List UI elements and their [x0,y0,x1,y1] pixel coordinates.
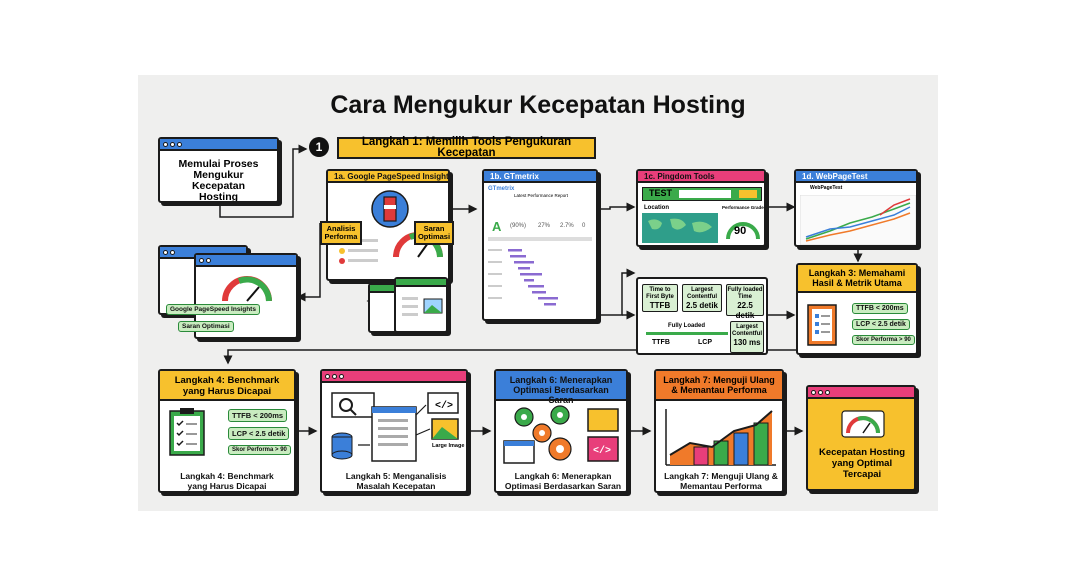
gtmetrix-report-title: Latest Performance Report [514,193,569,198]
svg-text:</>: </> [593,445,611,457]
gtmetrix-header: 1b. GTmetrix [484,171,596,183]
step4-caption: Langkah 4: Benchmark yang Harus Dicapai [180,471,274,491]
timeline-ttfb-label: TTFB [652,339,670,346]
pagespeed-header: 1a. Google PageSpeed Insights [328,171,448,183]
gear-icon: </> [503,405,619,464]
gauge-icon [222,276,272,302]
step3-metric-skor: Skor Performa > 90 [852,335,915,345]
page-title: Cara Mengukur Kecepatan Hosting [330,91,746,119]
step3-window: Langkah 3: Memahami Hasil & Metrik Utama… [796,263,918,355]
step3-metric-lcp: LCP < 2.5 detik [852,319,910,330]
step4-window: Langkah 4: Benchmark yang Harus Dicapai … [158,369,296,493]
webpagetest-window: 1d. WebPageTest WebPageTest [794,169,918,247]
world-map-icon [642,213,718,243]
step7-caption: Langkah 7: Menguji Ulang & Memantau Perf… [664,471,778,491]
psi-tag-analisis: Analisis Performa [320,221,362,245]
stack-pill-pagespeed: Google PageSpeed Insights [166,304,260,315]
final-window: Kecepatan Hosting yang Optimal Tercapai [806,385,916,491]
timeline-bar [646,332,728,335]
gtmetrix-value-2: 27% [538,223,551,229]
start-window: Memulai Proses Mengukur Kecepatan Hostin… [158,137,279,203]
step7-header: Langkah 7: Menguji Ulang & Memantau Perf… [656,371,782,401]
gtmetrix-grade: A [492,219,502,234]
step1-banner: Langkah 1: Memilih Tools Pengukuran Kece… [337,136,596,159]
step6-header: Langkah 6: Menerapkan Optimasi Berdasark… [496,371,626,405]
pingdom-header: 1c. Pingdom Tools [638,171,764,183]
search-window-icon [331,392,375,418]
gtmetrix-logo: GTmetrix [488,186,515,192]
step3-metric-ttfb: TTFB < 200ms [852,303,908,314]
step4-metric-lcp: LCP < 2.5 detik [228,427,290,440]
step4-metric-skor: Skor Performa > 90 [228,445,291,455]
fully-loaded-label: Fully Loaded [668,323,706,329]
pingdom-test-label: TEST [649,188,673,198]
final-label: Kecepatan Hosting yang Optimal Tercapai [818,447,906,480]
stack-pill-saran: Saran Optimasi [178,321,234,332]
diagram-board: Cara Mengukur Kecepatan Hosting Memulai … [138,75,938,511]
gtmetrix-value-3: 2.7% [560,223,574,229]
pingdom-location-label: Location [644,205,669,211]
step7-window: Langkah 7: Menguji Ulang & Memantau Perf… [654,369,784,493]
step5-image-label: Large Image [432,443,465,449]
analysis-illustration: </> [331,392,459,462]
pingdom-window: 1c. Pingdom Tools TEST Location Performa… [636,169,766,247]
gauge-icon [841,410,885,438]
webpagetest-header: 1d. WebPageTest [796,171,916,183]
start-label: Memulai Proses Mengukur Kecepatan Hostin… [178,158,259,203]
waterfall-chart [488,237,592,306]
gtmetrix-value-1: (90%) [510,223,527,229]
checklist-icon [169,408,205,456]
step4-metric-ttfb: TTFB < 200ms [228,409,288,422]
gtmetrix-value-4: 0 [582,223,586,229]
step5-caption: Langkah 5: Menganalisis Masalah Kecepata… [345,471,447,491]
line-chart-icon [800,195,916,245]
pingdom-grade-label: Performance Grade [722,205,764,210]
step5-window: </> Large Image Langkah 5: Menganalisis … [320,369,468,493]
image-icon [402,297,443,316]
timeline-lcp-label: LCP [698,339,712,346]
gtmetrix-window: 1b. GTmetrix GTmetrix Latest Performance… [482,169,598,321]
step1-number-badge: 1 [309,137,329,157]
gauge-icon [726,222,760,240]
database-icon [331,432,353,460]
svg-text:</>: </> [435,400,453,412]
step6-caption: Langkah 6: Menerapkan Optimasi Berdasark… [504,471,622,491]
pingdom-url-input[interactable] [679,190,731,198]
pingdom-test-bar: TEST [642,187,762,201]
step4-header: Langkah 4: Benchmark yang Harus Dicapai [160,371,294,401]
webpagetest-logo: WebPageTest [810,185,843,191]
bar-chart-icon [665,409,776,466]
stacked-front-window [194,253,298,339]
pingdom-start-button[interactable] [739,190,757,198]
step6-window: Langkah 6: Menerapkan Optimasi Berdasark… [494,369,628,493]
report-window-2 [394,277,448,333]
pingdom-grade-value: 90 [734,225,747,237]
step3-header: Langkah 3: Memahami Hasil & Metrik Utama [798,265,916,293]
psi-tag-saran: Saran Optimasi [414,221,454,245]
checklist-icon [807,304,837,346]
